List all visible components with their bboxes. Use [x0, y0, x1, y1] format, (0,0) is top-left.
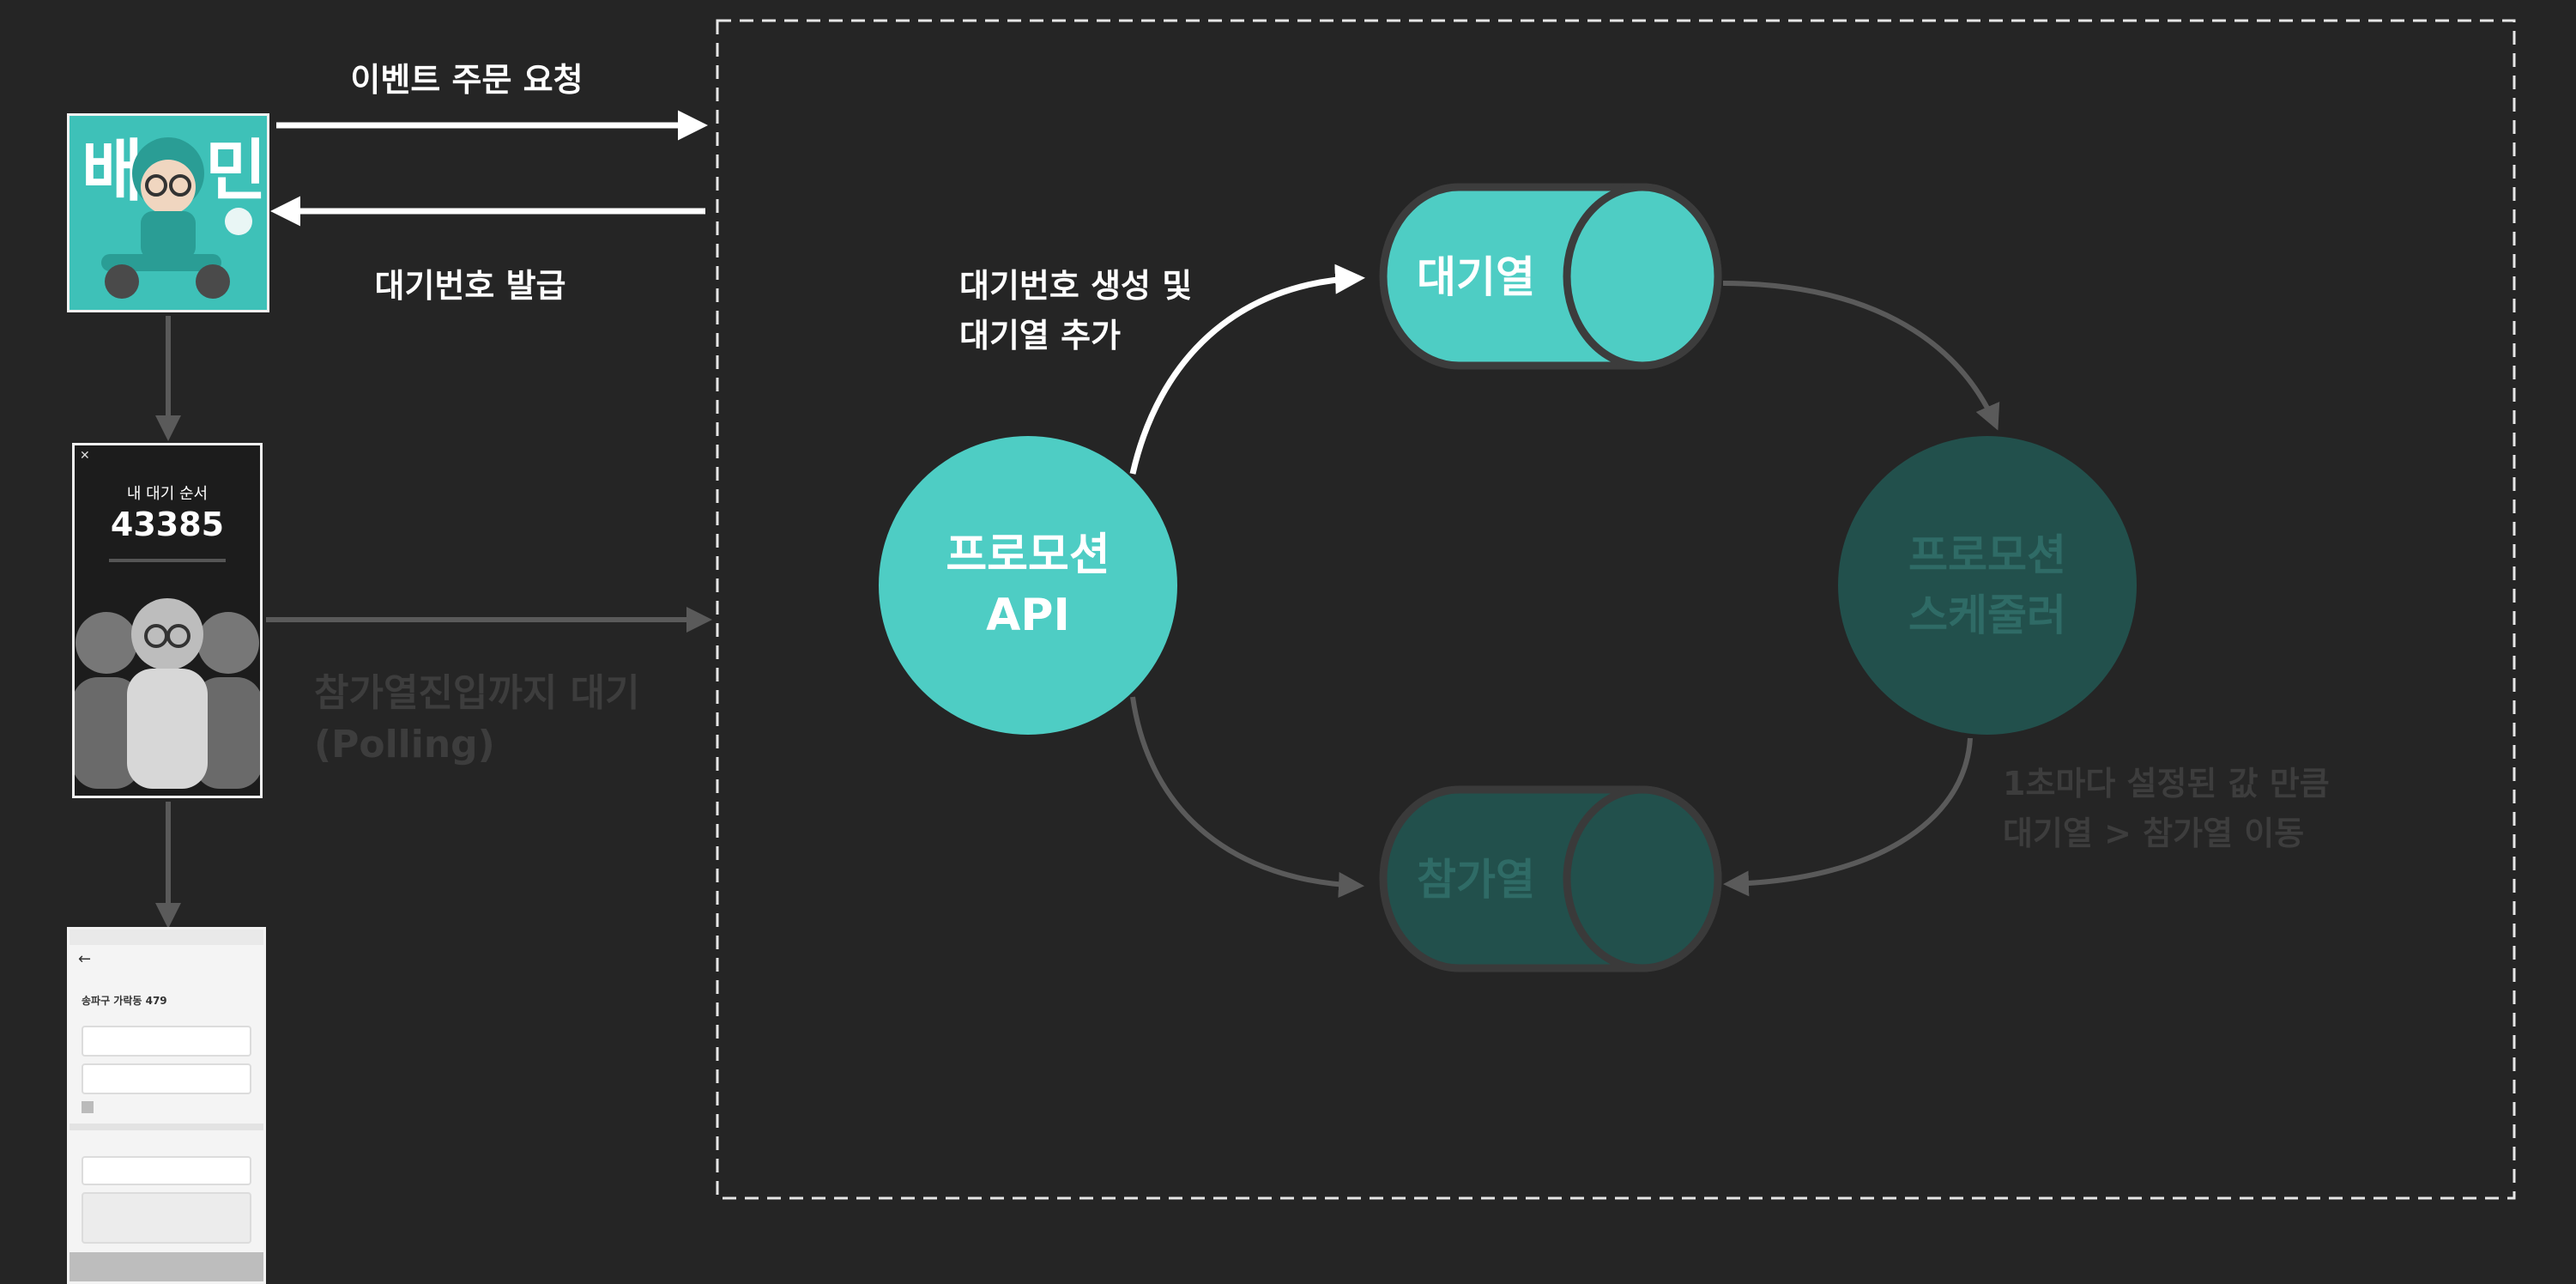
generate-enqueue-label-line2: 대기열 추가 [959, 317, 1121, 354]
characters-illustration [75, 598, 260, 789]
order-address: 송파구 가락동 479 [82, 995, 167, 1007]
polling-label-line2: (Polling) [314, 723, 495, 766]
detail-address-field [82, 1026, 251, 1057]
app-icon-text-right: 민 [205, 133, 267, 210]
phone-number-field [82, 1063, 251, 1094]
waiting-queue-node: 대기열 [1379, 183, 1722, 370]
generate-enqueue-label-line1: 대기번호 생성 및 [959, 267, 1192, 305]
request-option-box [82, 1192, 251, 1244]
rider-illustration [101, 137, 252, 299]
request-field [82, 1156, 251, 1185]
system-boundary [716, 19, 2516, 1200]
participation-queue-label: 참가열 [1417, 855, 1535, 905]
safe-number-checkbox [82, 1101, 94, 1113]
participation-queue-node: 참가열 [1379, 785, 1722, 972]
back-arrow-icon: ← [78, 950, 92, 968]
waiting-queue-label: 대기열 [1417, 252, 1535, 302]
waiting-screen-phone: ✕ 내 대기 순서 43385 [72, 443, 263, 798]
event-order-request-label: 이벤트 주문 요청 [350, 61, 583, 99]
promotion-scheduler-label-line2: 스케줄러 [1908, 591, 2066, 640]
waiting-order-number: 43385 [110, 506, 225, 543]
polling-label-line1: 참가열진입까지 대기 [314, 671, 640, 715]
waiting-queue-to-scheduler-arrow [1722, 281, 2000, 431]
section-divider [70, 1124, 263, 1130]
baemin-app-icon: 배 민 [67, 113, 269, 312]
promotion-api-label-line1: 프로모션 [946, 530, 1110, 581]
close-icon: ✕ [80, 449, 90, 463]
waiting-hint-line [109, 559, 226, 562]
api-to-participation-arrow [1130, 696, 1364, 898]
submit-bar [70, 1252, 263, 1281]
schedule-label-line2: 대기열 > 참가열 이동 [2003, 815, 2304, 852]
order-form-phone: ← 송파구 가락동 479 [67, 927, 266, 1284]
waiting-order-title: 내 대기 순서 [126, 485, 209, 503]
promotion-scheduler-label-line1: 프로모션 [1908, 530, 2066, 580]
api-to-waiting-queue-arrow [1129, 263, 1365, 475]
promotion-scheduler-node: 프로모션 스케줄러 [1838, 436, 2137, 735]
status-bar [70, 930, 263, 945]
promotion-api-node: 프로모션 API [879, 436, 1177, 735]
waiting-number-issue-label: 대기번호 발급 [375, 267, 566, 305]
schedule-label-line1: 1초마다 설정된 값 만큼 [2003, 765, 2330, 802]
promotion-api-label-line2: API [986, 590, 1070, 641]
scheduler-to-participation-arrow [1723, 737, 1973, 897]
